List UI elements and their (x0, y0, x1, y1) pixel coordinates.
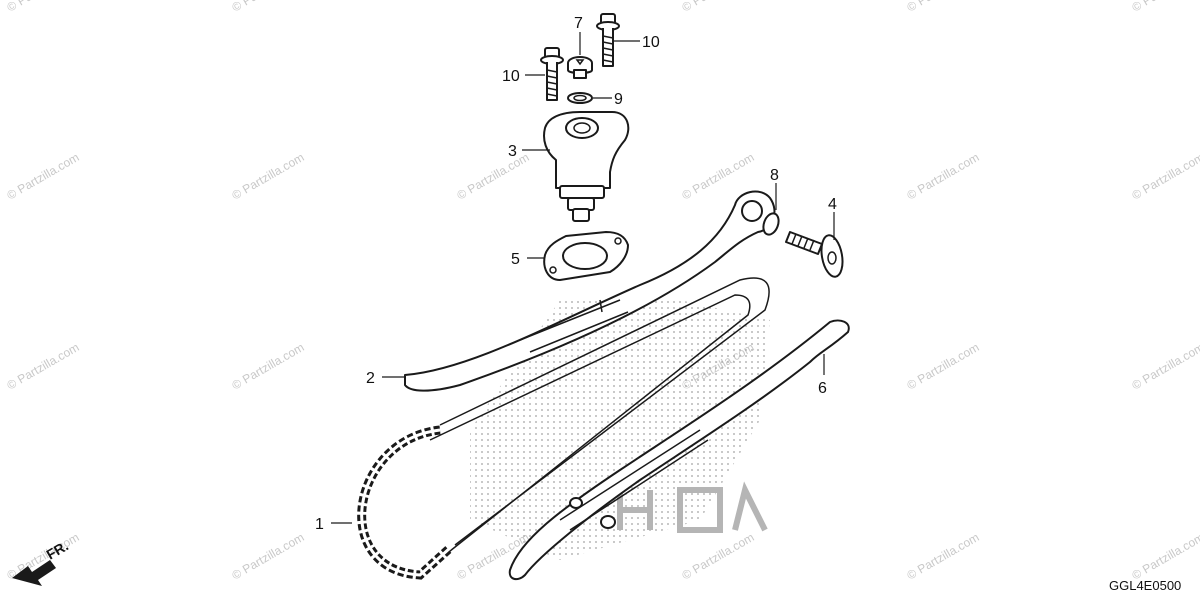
diagram-code: GGL4E0500 (1109, 578, 1181, 593)
watermark-text: © Partzilla.com (230, 340, 307, 393)
watermark-text: © Partzilla.com (1130, 150, 1200, 203)
flange-bolt-left (540, 47, 564, 101)
watermark-text: © Partzilla.com (680, 530, 757, 583)
arrow-left-icon (12, 560, 56, 586)
callout-1: 1 (315, 516, 324, 533)
callouts: 1 2 3 4 5 6 7 8 9 10 10 (315, 15, 837, 533)
cam-chain (357, 277, 770, 580)
watermark-text: © Partzilla.com (905, 530, 982, 583)
watermark-text: © Partzilla.com (905, 340, 982, 393)
watermark-text: © Partzilla.com (905, 0, 982, 15)
watermark-text: © Partzilla.com (5, 150, 82, 203)
watermark-text: © Partzilla.com (680, 0, 757, 15)
washer (567, 92, 593, 104)
callout-10-right: 10 (642, 34, 660, 51)
tensioner-gasket (543, 231, 629, 281)
chain-guide (508, 319, 850, 581)
callout-6: 6 (818, 380, 827, 397)
watermark-text: © Partzilla.com (230, 530, 307, 583)
watermark-text: © Partzilla.com (1130, 0, 1200, 15)
sealing-bolt (567, 56, 593, 79)
watermark-text: © Partzilla.com (5, 340, 82, 393)
callout-10-left: 10 (502, 68, 520, 85)
flange-bolt-right (596, 13, 620, 67)
pivot-bolt (785, 231, 844, 278)
watermark-text: © Partzilla.com (230, 0, 307, 15)
leader-lines (331, 32, 835, 524)
watermark-text: © Partzilla.com (230, 150, 307, 203)
dotted-logo-background (470, 300, 770, 560)
watermark-text: © Partzilla.com (905, 150, 982, 203)
callout-9: 9 (614, 91, 623, 108)
watermark-text: © Partzilla.com (5, 0, 82, 15)
callout-5: 5 (511, 251, 520, 268)
watermark-text: © Partzilla.com (1130, 340, 1200, 393)
watermark-text: © Partzilla.com (1130, 530, 1200, 583)
tensioner-lifter (543, 111, 630, 222)
callout-8: 8 (770, 167, 779, 184)
callout-3: 3 (508, 143, 517, 160)
callout-7: 7 (574, 15, 583, 32)
o-ring (762, 212, 780, 236)
watermark-text: © Partzilla.com (455, 150, 532, 203)
callout-2: 2 (366, 370, 375, 387)
callout-4: 4 (828, 196, 837, 213)
